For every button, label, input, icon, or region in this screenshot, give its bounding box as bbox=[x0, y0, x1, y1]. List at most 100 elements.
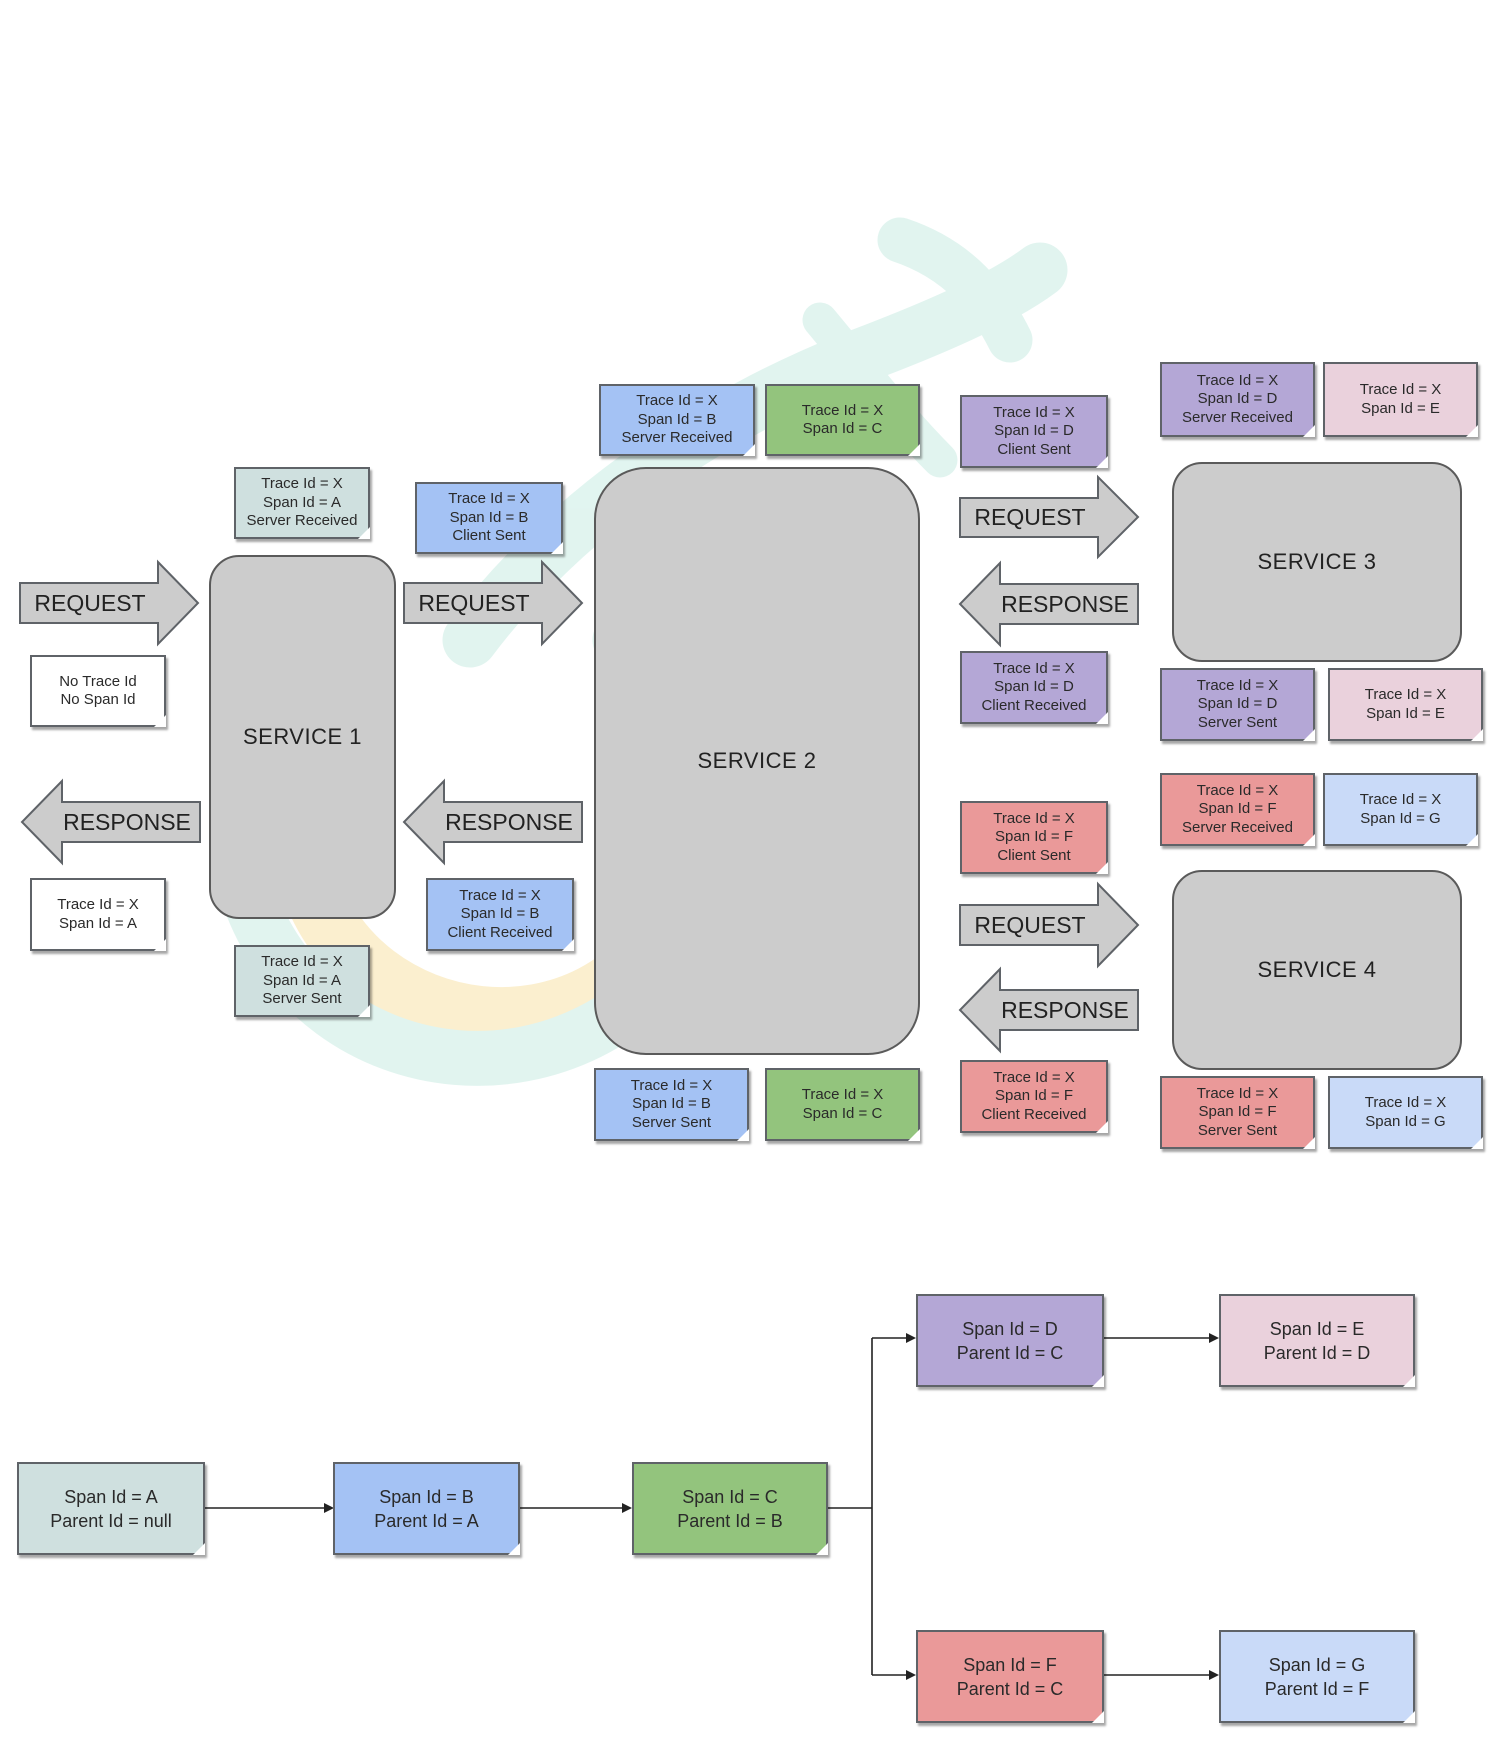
note-s2-span-c-bottom: Trace Id = X Span Id = C bbox=[765, 1068, 920, 1141]
note-line: Trace Id = X bbox=[448, 490, 530, 508]
note-line: Trace Id = X bbox=[1364, 686, 1447, 703]
response-label-4: RESPONSE bbox=[1001, 996, 1129, 1023]
request-label-4: REQUEST bbox=[974, 911, 1086, 938]
response-arrow-2 bbox=[402, 778, 583, 866]
note-line: Span Id = F bbox=[995, 1087, 1073, 1105]
note-line: Server Sent bbox=[262, 990, 342, 1008]
note-line: Trace Id = X bbox=[993, 809, 1075, 827]
response-arrow-1 bbox=[20, 778, 201, 866]
response-label-2: RESPONSE bbox=[445, 808, 573, 835]
tree-node-line: Parent Id = C bbox=[956, 1678, 1064, 1699]
note-line: Span Id = F bbox=[1198, 1103, 1277, 1121]
note-line: Trace Id = X bbox=[261, 953, 343, 971]
note-s2-client-received-f: Trace Id = X Span Id = F Client Received bbox=[960, 1060, 1108, 1133]
note-line: Server Received bbox=[1182, 408, 1293, 426]
note-client-response: Trace Id = X Span Id = A bbox=[30, 878, 166, 951]
note-line: Span Id = E bbox=[1361, 399, 1440, 417]
note-line: Span Id = D bbox=[1197, 695, 1278, 713]
response-arrow-3 bbox=[958, 560, 1139, 648]
note-client-request: No Trace Id No Span Id bbox=[30, 655, 166, 727]
note-line: Span Id = C bbox=[802, 1104, 883, 1122]
note-s3-server-sent: Trace Id = X Span Id = D Server Sent bbox=[1160, 668, 1315, 741]
request-label-2: REQUEST bbox=[418, 589, 530, 616]
tree-node-span-g: Span Id = G Parent Id = F bbox=[1219, 1630, 1415, 1723]
request-arrow-2 bbox=[403, 559, 584, 647]
note-line: Client Received bbox=[981, 696, 1087, 714]
tree-node-line: Span Id = C bbox=[682, 1486, 778, 1507]
request-arrow-3 bbox=[959, 474, 1140, 560]
note-line: Trace Id = X bbox=[993, 403, 1075, 421]
note-s2-server-received: Trace Id = X Span Id = B Server Received bbox=[599, 384, 755, 456]
note-line: Server Received bbox=[246, 512, 358, 530]
note-line: Trace Id = X bbox=[1196, 676, 1279, 694]
tree-node-line: Span Id = B bbox=[379, 1486, 474, 1507]
note-line: Trace Id = X bbox=[636, 392, 718, 410]
tree-node-line: Parent Id = F bbox=[1264, 1678, 1370, 1699]
tree-node-span-c: Span Id = C Parent Id = B bbox=[632, 1462, 828, 1555]
tree-node-line: Span Id = G bbox=[1268, 1654, 1366, 1675]
response-label-1: RESPONSE bbox=[63, 808, 191, 835]
response-arrow-4 bbox=[958, 966, 1139, 1054]
note-line: Span Id = F bbox=[995, 828, 1073, 846]
note-line: Span Id = A bbox=[59, 914, 137, 932]
note-line: Trace Id = X bbox=[57, 896, 139, 913]
tree-node-span-b: Span Id = B Parent Id = A bbox=[333, 1462, 520, 1555]
note-line: Span Id = B bbox=[460, 905, 540, 923]
note-s4-server-received: Trace Id = X Span Id = F Server Received bbox=[1160, 773, 1315, 846]
tree-node-span-e: Span Id = E Parent Id = D bbox=[1219, 1294, 1415, 1387]
tree-node-line: Span Id = A bbox=[64, 1486, 158, 1507]
note-line: Trace Id = X bbox=[993, 1068, 1075, 1086]
note-s2-server-sent: Trace Id = X Span Id = B Server Sent bbox=[594, 1068, 749, 1141]
note-line: Client Sent bbox=[452, 527, 526, 545]
response-label-3: RESPONSE bbox=[1001, 590, 1129, 617]
note-s3-span-e-top: Trace Id = X Span Id = E bbox=[1323, 362, 1478, 437]
note-line: Trace Id = X bbox=[993, 659, 1075, 677]
note-line: Span Id = E bbox=[1366, 704, 1445, 722]
note-s4-server-sent: Trace Id = X Span Id = F Server Sent bbox=[1160, 1076, 1315, 1149]
note-s1-server-sent: Trace Id = X Span Id = A Server Sent bbox=[234, 945, 370, 1017]
note-line: Client Sent bbox=[997, 846, 1071, 864]
tree-node-line: Span Id = D bbox=[962, 1318, 1058, 1339]
note-line: Server Sent bbox=[1197, 713, 1278, 731]
note-line: Trace Id = X bbox=[1196, 781, 1279, 799]
note-s2-client-received-d: Trace Id = X Span Id = D Client Received bbox=[960, 651, 1108, 724]
note-line: Trace Id = X bbox=[801, 1086, 884, 1103]
tree-node-line: Parent Id = B bbox=[677, 1510, 783, 1531]
note-line: Client Sent bbox=[997, 440, 1071, 458]
tree-node-line: Parent Id = null bbox=[50, 1510, 172, 1531]
note-line: Trace Id = X bbox=[1196, 1084, 1279, 1102]
note-s3-server-received: Trace Id = X Span Id = D Server Received bbox=[1160, 362, 1315, 437]
note-line: Server Received bbox=[621, 429, 733, 447]
tree-node-line: Span Id = F bbox=[963, 1654, 1057, 1675]
note-line: Span Id = D bbox=[994, 678, 1074, 696]
note-line: Span Id = D bbox=[994, 422, 1074, 440]
note-line: Span Id = C bbox=[802, 420, 883, 437]
tree-node-span-d: Span Id = D Parent Id = C bbox=[916, 1294, 1104, 1387]
note-line: Server Sent bbox=[631, 1113, 712, 1131]
note-line: Client Received bbox=[447, 923, 553, 941]
service-3-box: SERVICE 3 bbox=[1172, 462, 1462, 662]
note-line: Span Id = B bbox=[637, 410, 717, 428]
note-line: Trace Id = X bbox=[1364, 1094, 1447, 1111]
note-s1-server-received: Trace Id = X Span Id = A Server Received bbox=[234, 467, 370, 539]
tree-node-line: Parent Id = A bbox=[374, 1510, 479, 1531]
request-arrow-4 bbox=[959, 881, 1140, 969]
note-line: Span Id = D bbox=[1197, 390, 1278, 408]
note-s1-client-sent: Trace Id = X Span Id = B Client Sent bbox=[415, 482, 563, 554]
note-s4-span-g-top: Trace Id = X Span Id = G bbox=[1323, 773, 1478, 846]
note-s1-client-received: Trace Id = X Span Id = B Client Received bbox=[426, 878, 574, 951]
note-line: Trace Id = X bbox=[630, 1076, 713, 1094]
note-s2-span-c-top: Trace Id = X Span Id = C bbox=[765, 384, 920, 456]
note-s4-span-g-bottom: Trace Id = X Span Id = G bbox=[1328, 1076, 1483, 1149]
service-4-box: SERVICE 4 bbox=[1172, 870, 1462, 1070]
tree-node-line: Span Id = E bbox=[1269, 1318, 1365, 1339]
note-s2-client-sent-d: Trace Id = X Span Id = D Client Sent bbox=[960, 395, 1108, 468]
service-1-box: SERVICE 1 bbox=[209, 555, 396, 919]
note-line: No Span Id bbox=[60, 691, 136, 708]
note-s3-span-e-bottom: Trace Id = X Span Id = E bbox=[1328, 668, 1483, 741]
note-line: Trace Id = X bbox=[1196, 371, 1279, 389]
note-line: Trace Id = X bbox=[459, 886, 541, 904]
note-line: Span Id = F bbox=[1198, 800, 1277, 818]
note-line: Span Id = A bbox=[263, 493, 341, 511]
